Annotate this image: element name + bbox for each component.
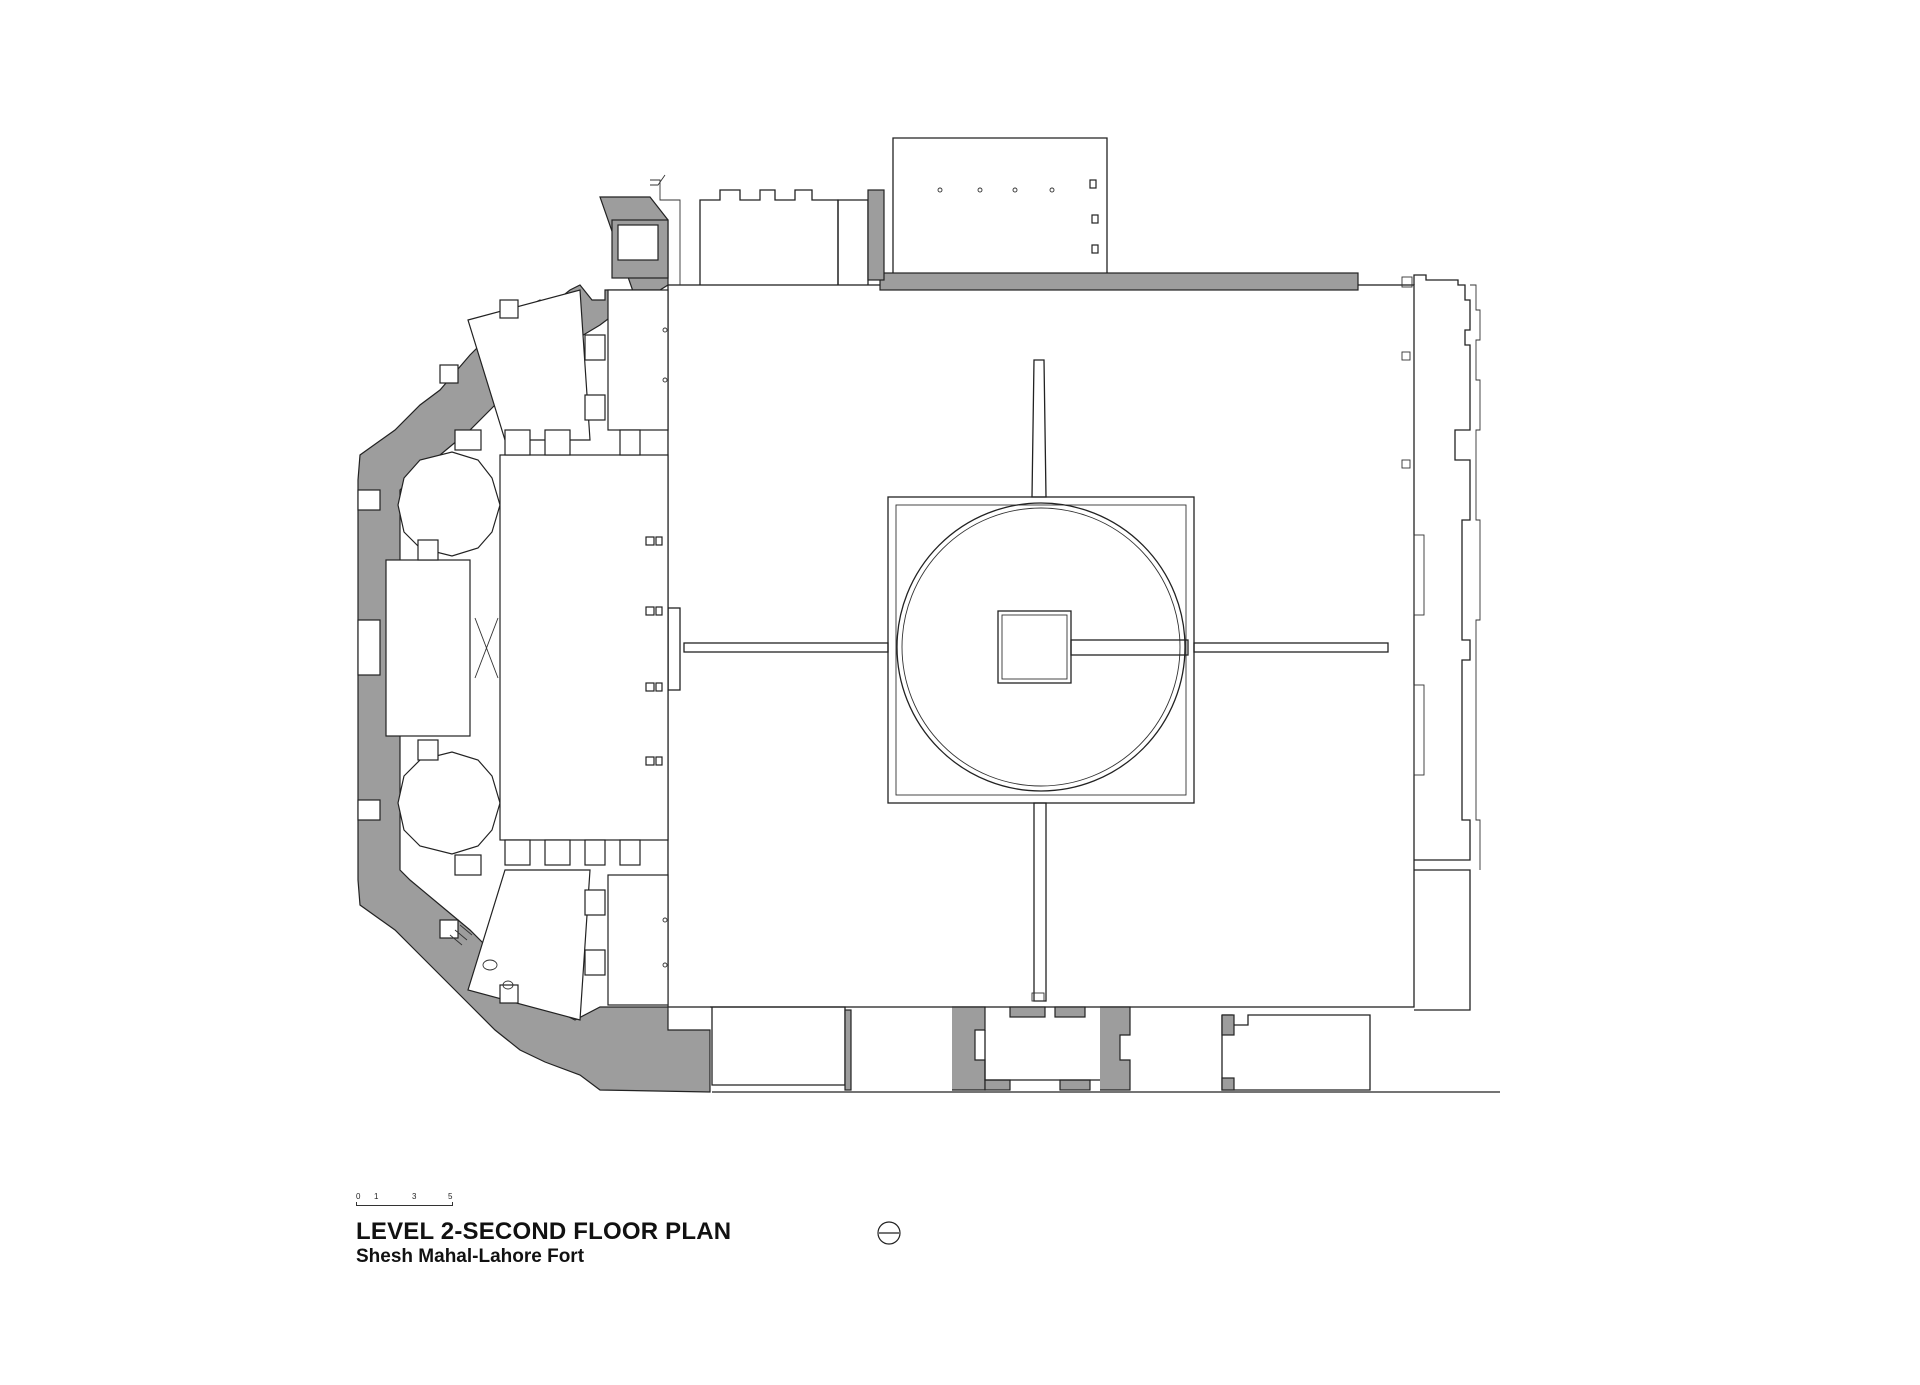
east-wing (1401, 274, 1481, 1011)
scale-line (356, 1202, 453, 1206)
north-wing (650, 137, 1359, 291)
title-block: LEVEL 2-SECOND FLOOR PLAN Shesh Mahal-La… (356, 1218, 731, 1268)
scale-label-0: 0 (356, 1192, 361, 1201)
water-channels (667, 359, 1389, 1002)
drawing-title: LEVEL 2-SECOND FLOOR PLAN (356, 1218, 732, 1245)
north-arrow-icon (877, 1221, 901, 1245)
courtyard-piers (645, 327, 668, 968)
scale-label-1: 1 (374, 1192, 379, 1201)
northwest-edge (650, 174, 669, 1010)
scale-bar: 0 1 3 5 (356, 1192, 456, 1208)
courtyard (667, 284, 1415, 1008)
west-wing (357, 196, 711, 1093)
north-wall-openings (937, 179, 1099, 254)
stair-marks (449, 924, 514, 990)
central-platform (887, 496, 1195, 804)
scale-label-3: 3 (412, 1192, 417, 1201)
south-wing (710, 992, 1500, 1093)
drawing-subtitle: Shesh Mahal-Lahore Fort (356, 1246, 585, 1267)
scale-label-5: 5 (448, 1192, 453, 1201)
